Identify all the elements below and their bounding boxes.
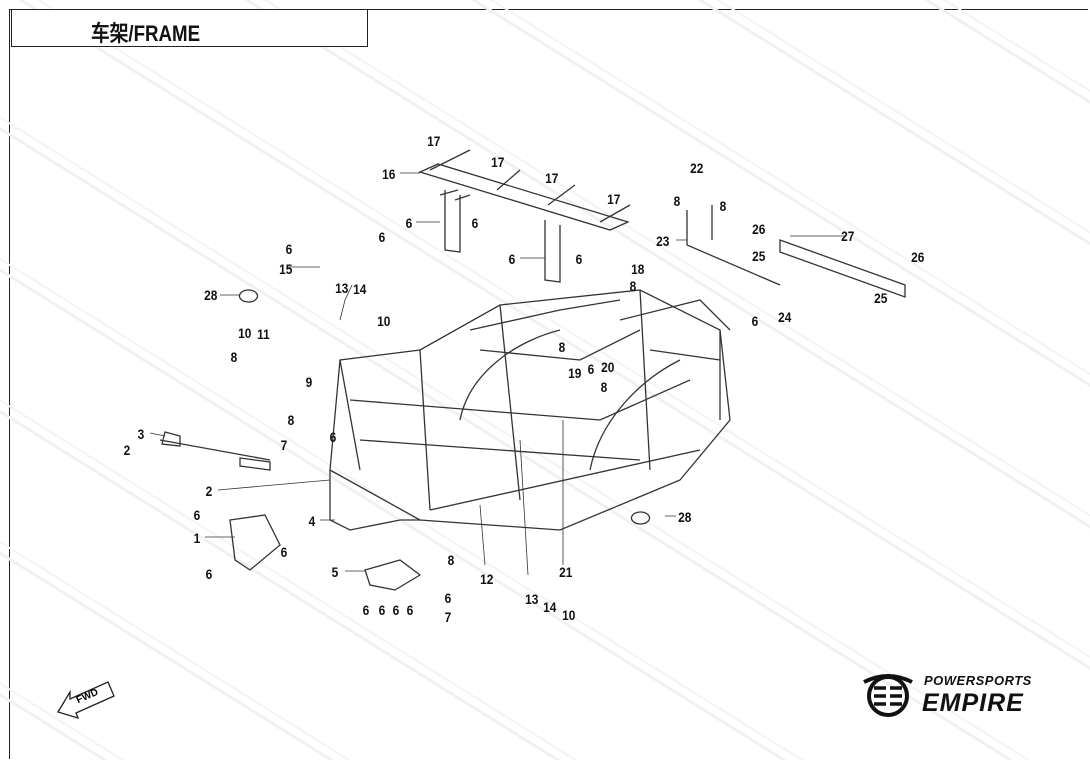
part-callout: 20 xyxy=(601,359,615,375)
bracket-23 xyxy=(686,205,781,286)
part-callout: 8 xyxy=(629,278,637,294)
part-callout: 7 xyxy=(444,609,452,625)
part-callout: 6 xyxy=(280,544,288,560)
part-callout: 15 xyxy=(279,261,293,277)
part-callout: 8 xyxy=(558,339,566,355)
part-callout: 9 xyxy=(305,374,313,390)
part-callout: 14 xyxy=(353,281,367,297)
part-callout: 27 xyxy=(841,228,855,244)
part-callout: 6 xyxy=(406,602,414,618)
part-callout: 8 xyxy=(600,379,608,395)
part-callout: 13 xyxy=(525,591,539,607)
part-callout: 6 xyxy=(378,229,386,245)
part-callout: 6 xyxy=(205,566,213,582)
roof-rack xyxy=(418,149,631,283)
part-callout: 14 xyxy=(543,599,557,615)
page-title: 车架/FRAME xyxy=(91,21,201,46)
part-callout: 2 xyxy=(205,483,213,499)
part-callout: 6 xyxy=(508,251,516,267)
fwd-arrow-icon: FWD xyxy=(56,680,116,725)
part-callout: 8 xyxy=(673,193,681,209)
part-callout: 26 xyxy=(911,249,925,265)
rubber-mounts xyxy=(238,289,651,525)
part-callout: 13 xyxy=(335,280,349,296)
skid-plate-1 xyxy=(229,514,281,571)
stabilizer-bar xyxy=(159,431,271,471)
part-callout: 17 xyxy=(427,133,441,149)
part-callout: 1 xyxy=(193,530,201,546)
part-callout: 8 xyxy=(287,412,295,428)
part-callout: 3 xyxy=(137,426,145,442)
part-callout: 10 xyxy=(377,313,391,329)
part-callout: 12 xyxy=(480,571,494,587)
part-callout: 25 xyxy=(752,248,766,264)
part-callout: 7 xyxy=(280,437,288,453)
part-callout: 6 xyxy=(444,590,452,606)
part-callout: 17 xyxy=(491,154,505,170)
part-callout: 6 xyxy=(362,602,370,618)
part-callout: 2 xyxy=(123,442,131,458)
leader-lines xyxy=(149,172,845,576)
part-callout: 21 xyxy=(559,564,573,580)
part-callout: 28 xyxy=(678,509,692,525)
empire-wing-icon xyxy=(863,674,913,717)
part-callout: 6 xyxy=(405,215,413,231)
logo-line1: POWERSPORTS xyxy=(924,673,1032,688)
part-callout: 19 xyxy=(568,365,582,381)
part-callout: 16 xyxy=(382,166,396,182)
part-callout: 17 xyxy=(607,191,621,207)
part-callout: 10 xyxy=(562,607,576,623)
main-frame xyxy=(329,289,731,531)
part-callout: 28 xyxy=(204,287,218,303)
part-callout: 8 xyxy=(230,349,238,365)
part-callout: 8 xyxy=(447,552,455,568)
part-callout: 6 xyxy=(378,602,386,618)
logo-line2: EMPIRE xyxy=(922,689,1024,717)
title-box: 车架/FRAME xyxy=(11,9,368,47)
part-callout: 6 xyxy=(392,602,400,618)
part-callout: 22 xyxy=(690,160,704,176)
part-callout: 24 xyxy=(778,309,792,325)
part-callout: 6 xyxy=(193,507,201,523)
part-callout: 4 xyxy=(308,513,316,529)
part-callout: 26 xyxy=(752,221,766,237)
part-callout: 11 xyxy=(257,326,270,342)
part-callout: 18 xyxy=(631,261,645,277)
part-callout: 6 xyxy=(587,361,595,377)
part-callout: 23 xyxy=(656,233,670,249)
part-callout: 6 xyxy=(329,429,337,445)
part-callout: 6 xyxy=(751,313,759,329)
brand-logo: POWERSPORTS EMPIRE xyxy=(862,672,1062,722)
part-callout: 6 xyxy=(575,251,583,267)
part-callout: 6 xyxy=(285,241,293,257)
part-callout: 5 xyxy=(331,564,339,580)
part-callout: 25 xyxy=(874,290,888,306)
part-callout: 10 xyxy=(238,325,252,341)
part-callout: 6 xyxy=(471,215,479,231)
part-callout: 17 xyxy=(545,170,559,186)
part-callout: 8 xyxy=(719,198,727,214)
rear-bracket xyxy=(779,239,906,298)
skid-plate-5 xyxy=(364,559,422,591)
